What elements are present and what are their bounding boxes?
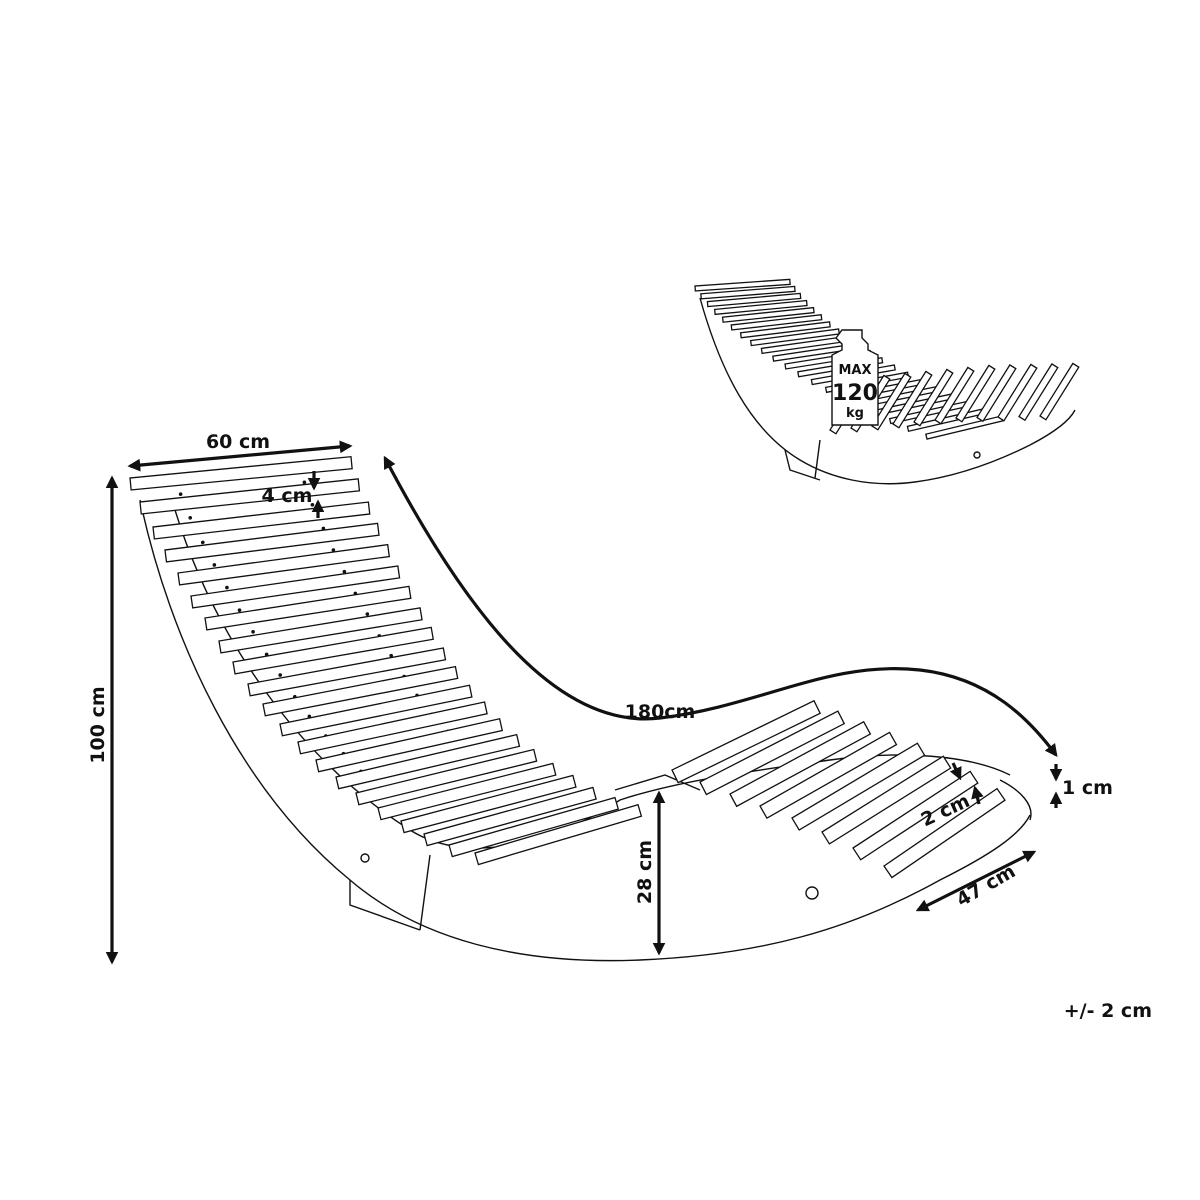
seat-slat [852,770,979,861]
thumb-seat-slat [934,366,975,425]
width-label: 60 cm [206,431,270,453]
thumb-seat-slat [1039,362,1080,421]
length-arrow [383,455,1058,758]
thumb-seat-slat [976,364,1017,423]
slat-gap-arrow-top [949,762,962,781]
back-slat [448,796,620,858]
thumb-seat-slat [913,368,954,427]
thumb-back-slat [700,285,796,300]
slat-thickness-label: 1 cm [1062,777,1113,799]
back-slat [139,478,361,520]
thumb-seat-slat [1018,363,1059,422]
thumb-back-slat [721,306,815,323]
perspective-thumbnail: MAX 120 kg [694,278,1080,485]
weight-badge: MAX 120 kg [831,329,879,426]
thumb-seat-slat [871,372,912,431]
weight-value-label: 120 [832,381,878,406]
thumb-back-slat [730,314,823,331]
slat-gap-arrow-bottom [971,785,984,805]
thumb-back-slat [713,299,808,316]
weight-unit-label: kg [846,406,864,421]
bolt-hole [360,853,370,863]
width-arrow [127,440,353,472]
slat-width-label: 4 cm [262,485,313,507]
seat-slat [883,787,1006,879]
thumb-seat-slat [892,370,933,429]
thumb-seat-slat [955,364,996,423]
back-slat [164,522,380,567]
seat-slat [821,755,952,845]
thumb-back-slat [749,328,840,347]
base-width-arrow [915,850,1037,912]
length-label: 180cm [625,701,696,723]
weight-icon [831,329,879,426]
thumb-back-slat [694,278,791,292]
thumb-seat-slat [997,363,1038,422]
back-slat [474,803,643,866]
seat-seam [614,774,701,791]
thumb-bolt-hole [973,451,981,459]
tolerance-note: +/- 2 cm [1063,1000,1152,1022]
seat-slats [671,699,1006,879]
bolt-hole [805,886,819,900]
thumb-back-slat [706,292,802,308]
thumb-rocker-base [784,439,821,481]
back-slats [129,456,643,866]
height-label: 100 cm [87,686,109,763]
rocker-inner-edge [349,854,431,931]
weight-max-label: MAX [838,363,871,378]
rocker-foot-edge [999,779,1032,821]
thumb-rocker-frame [699,297,1076,485]
seat-height-label: 28 cm [634,840,656,904]
thumb-back-slat [739,321,831,339]
